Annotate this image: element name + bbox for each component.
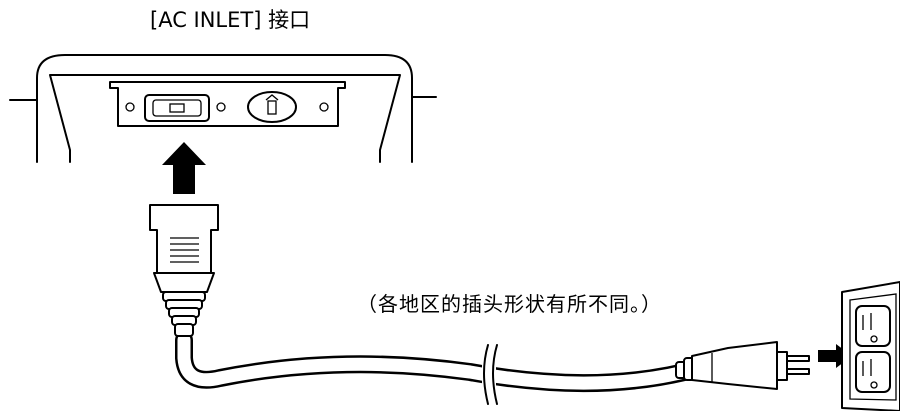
- wall-plug: [675, 341, 810, 390]
- iec-connector: [149, 204, 219, 337]
- power-cord: [175, 331, 709, 405]
- instrument-rear-panel: [9, 54, 437, 163]
- ac-inlet-label: [AC INLET] 接口: [150, 8, 311, 32]
- wall-outlet: [841, 281, 900, 411]
- up-arrow-icon: [162, 142, 206, 194]
- ac-inlet-plate: [109, 81, 346, 127]
- power-switch: [247, 91, 297, 123]
- plug-shape-note: （各地区的插头形状有所不同。）: [357, 292, 662, 316]
